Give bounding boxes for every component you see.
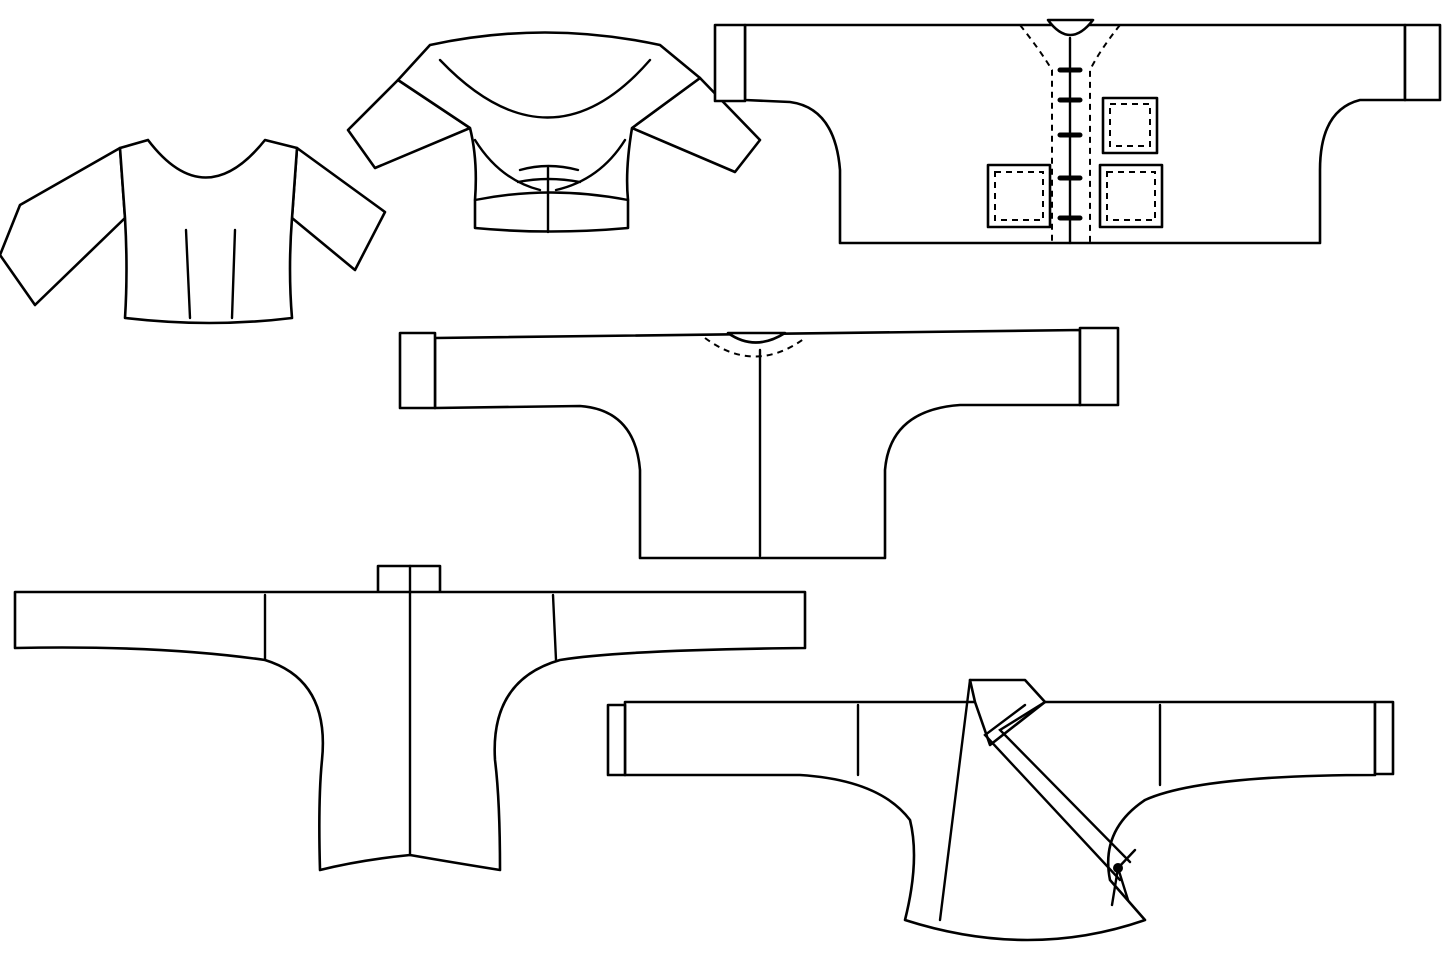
tie-bow xyxy=(1110,848,1137,907)
frog-closure-jacket-with-pockets xyxy=(713,18,1442,245)
wrap-top-with-tie xyxy=(606,678,1395,942)
choli-blouse xyxy=(346,31,762,234)
kimono-sleeve-jacket xyxy=(398,326,1120,560)
frog-closures xyxy=(1057,67,1083,221)
dolman-top-with-stand-collar xyxy=(13,564,807,872)
fitted-blouse xyxy=(0,138,387,325)
